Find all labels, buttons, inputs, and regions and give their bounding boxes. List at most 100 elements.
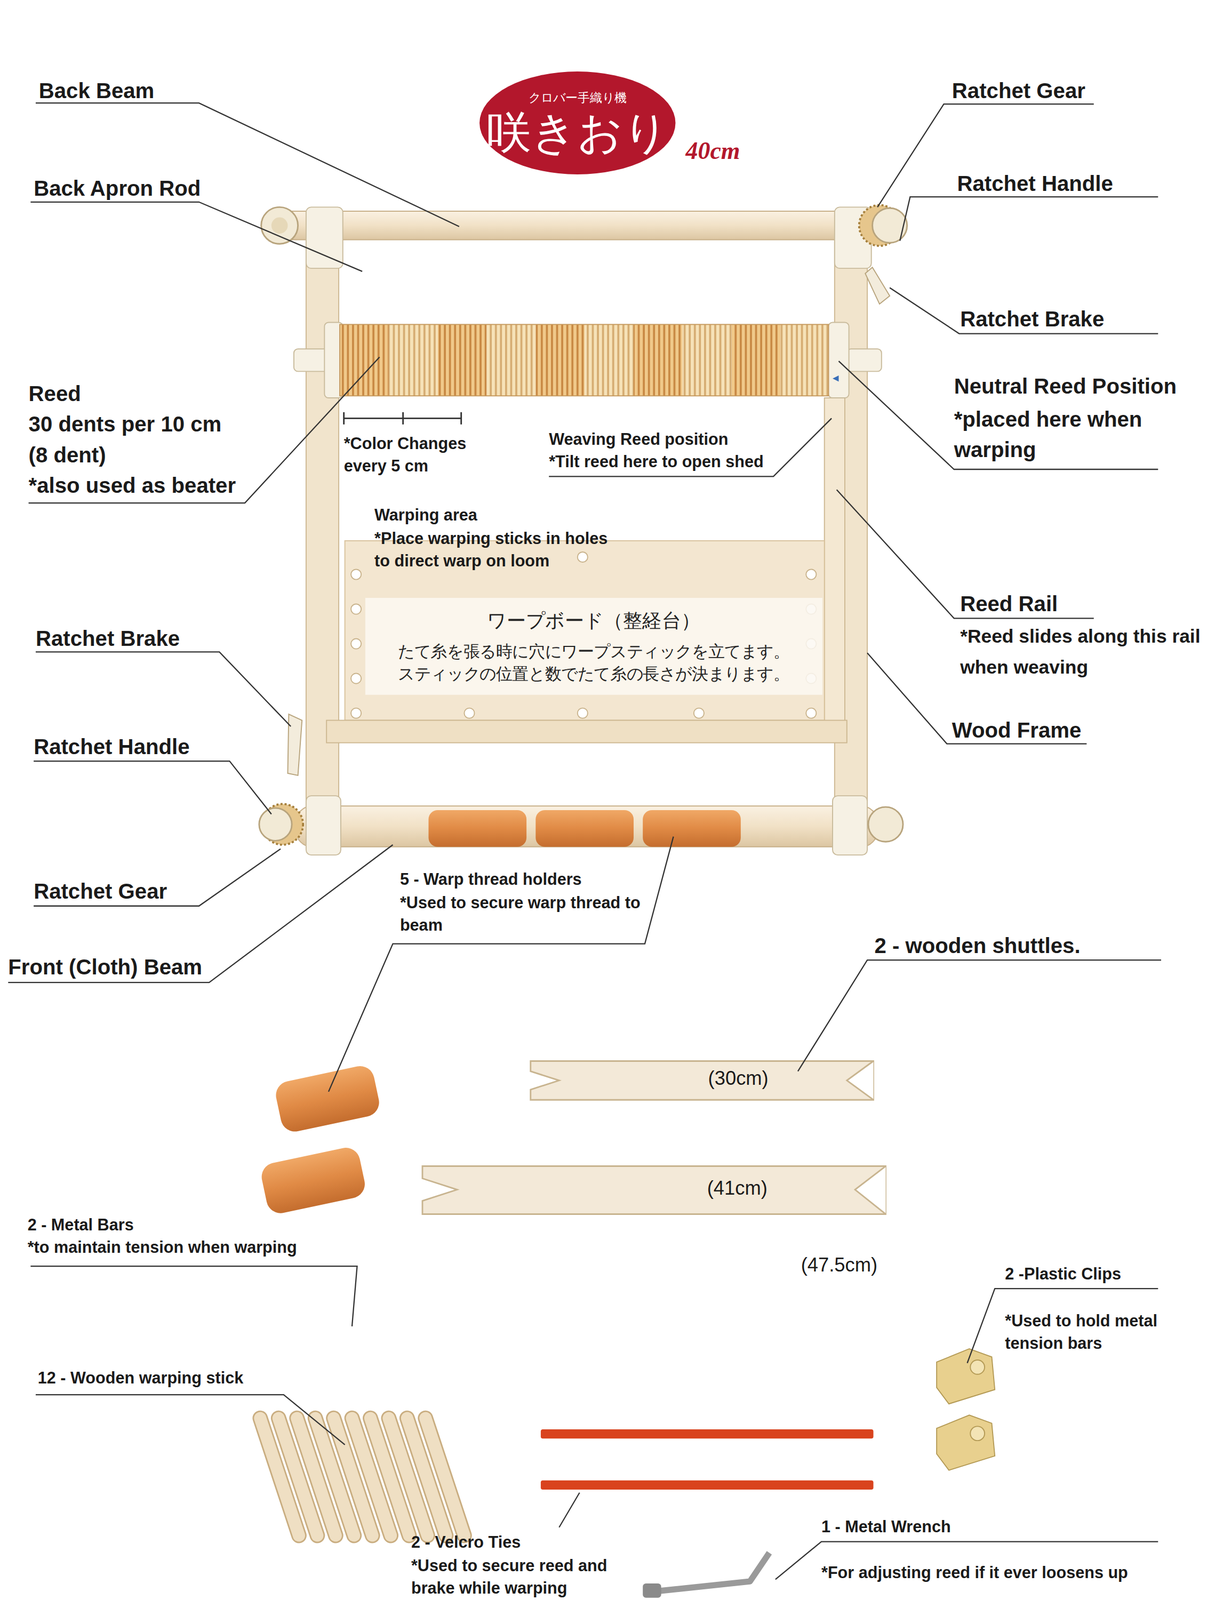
illustration-part (530, 1061, 874, 1101)
illustration-part (350, 569, 362, 580)
illustration-part (342, 412, 345, 425)
panel-heading: ワープボード（整経台） (486, 608, 701, 635)
illustration-part (693, 708, 705, 719)
callout-label: 1 - Metal Wrench (821, 1517, 951, 1538)
illustration-part (846, 348, 882, 372)
illustration-part (437, 324, 487, 396)
illustration-part (339, 324, 389, 396)
callout-label: *Used to secure reed and brake while war… (411, 1554, 626, 1600)
illustration-part (970, 1360, 985, 1375)
callout-label: Ratchet Gear (952, 77, 1086, 103)
loom-frame (306, 236, 868, 809)
apron-rod (290, 270, 860, 277)
callout-label: Ratchet Brake (35, 625, 180, 652)
callout-label: *placed here when warping (954, 404, 1171, 466)
illustration-part (865, 267, 890, 305)
illustration-part (682, 324, 732, 396)
logo-title: 咲きおり (486, 109, 669, 157)
callout-label: 2 -Plastic Clips (1004, 1264, 1122, 1284)
illustration-part (548, 418, 832, 477)
illustration-part (8, 844, 393, 983)
velcro-ties (540, 1429, 874, 1490)
illustration-part (464, 708, 475, 719)
illustration-part (805, 569, 817, 580)
illustration-part (344, 1329, 876, 1337)
callout-label: 5 - Warp thread holders (400, 869, 582, 890)
shuttles (422, 1061, 886, 1215)
illustration-part (350, 638, 362, 650)
illustration-part (425, 1418, 465, 1536)
illustration-part (350, 603, 362, 614)
illustration-part (306, 206, 343, 269)
illustration-part (805, 708, 817, 719)
dimension: (30cm) (708, 1067, 769, 1091)
illustration-part (836, 489, 1094, 619)
illustration-part (259, 808, 292, 841)
callout-label: Ratchet Brake (960, 306, 1105, 332)
illustration-part (780, 324, 829, 396)
callout-label: (8 dent) (28, 441, 107, 468)
illustration-part (828, 322, 849, 399)
illustration-part (846, 1061, 874, 1101)
illustration-part (35, 651, 291, 727)
illustration-part (388, 324, 438, 396)
callout-label: Weaving Reed position (548, 429, 729, 450)
illustration-part (577, 552, 588, 563)
warping-sticks (260, 1418, 465, 1536)
callout-label: Ratchet Handle (956, 170, 1113, 196)
callout-label: 12 - Wooden warping stick (37, 1368, 244, 1388)
callout-label: Ratchet Handle (33, 733, 190, 759)
illustration-part (584, 324, 634, 396)
callout-label: 2 - Velcro Ties (411, 1532, 521, 1553)
callout-label: Wood Frame (952, 717, 1082, 743)
logo-subtitle: クロバー手織り機 (528, 89, 627, 108)
callout-label: *also used as beater (28, 472, 237, 499)
callout-label: *Used to secure warp thread to beam (400, 891, 647, 937)
panel-body: たて糸を張る時に穴にワープスティックを立てます。 スティックの位置と数でたて糸の… (375, 640, 813, 685)
illustration-part (33, 849, 281, 907)
illustration-part (872, 208, 908, 243)
illustration-part (30, 202, 363, 272)
illustration-part (540, 1429, 874, 1439)
callout-label: 2 - wooden shuttles. (874, 932, 1081, 958)
back-beam (261, 205, 908, 305)
illustration-part (287, 714, 302, 776)
illustration-part (28, 357, 380, 504)
illustration-part (460, 412, 462, 425)
logo-oval: クロバー手織り機咲きおり (477, 69, 678, 177)
illustration-part (344, 1288, 878, 1296)
illustration-part (296, 805, 878, 847)
illustration-part (832, 795, 868, 855)
callout-label: *Color Changes every 5 cm (344, 432, 482, 478)
illustration-part (273, 211, 886, 241)
illustration-part (642, 810, 741, 847)
illustration-part (260, 1418, 465, 1536)
illustration-part (535, 810, 634, 847)
illustration-part (259, 1145, 368, 1217)
illustration-part (868, 806, 903, 842)
callout-label: Ratchet Gear (33, 878, 167, 905)
illustration-part (540, 1480, 874, 1490)
illustration-part (486, 324, 537, 396)
callout-label: Back Apron Rod (33, 175, 201, 202)
illustration-part (970, 1426, 985, 1441)
callout-label: Warping area (374, 505, 478, 525)
illustration-part (350, 708, 362, 719)
scale-bar (344, 412, 462, 425)
metal-wrench (652, 1553, 770, 1593)
illustration-part (339, 324, 829, 396)
illustration-part (33, 761, 272, 814)
dimension: (47.5cm) (801, 1253, 878, 1278)
illustration-part (328, 836, 674, 1092)
illustration-part (30, 1266, 357, 1327)
callout-label: Back Beam (38, 77, 155, 103)
illustration-part (261, 206, 299, 244)
loose-holders (259, 1063, 382, 1217)
illustration-part (260, 1418, 465, 1536)
illustration-part (271, 217, 289, 234)
callout-label: *Place warping sticks in holes to direct… (374, 527, 628, 573)
size-tag: 40cm (685, 136, 741, 166)
illustration-part (832, 375, 839, 382)
